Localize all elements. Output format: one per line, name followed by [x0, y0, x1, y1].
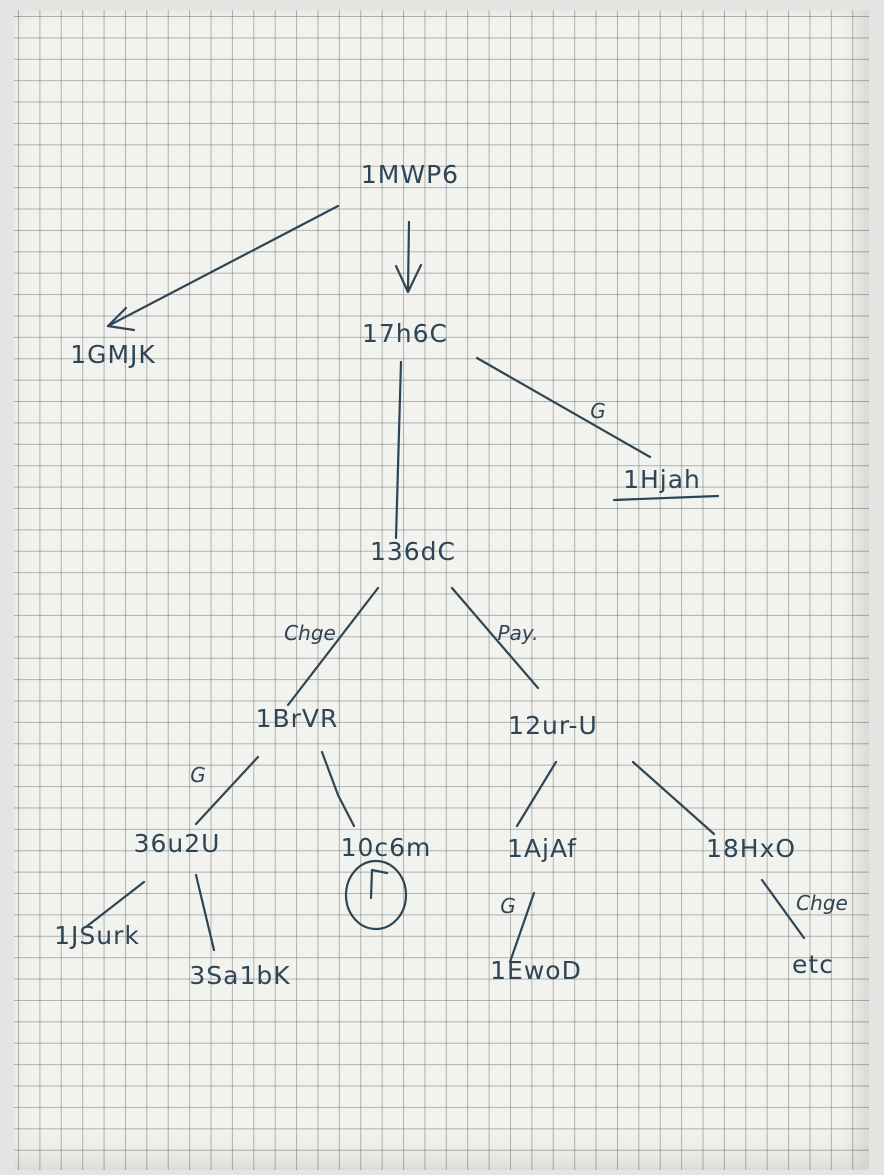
edges-layer: G Chge Pay. G G Chge [84, 204, 848, 964]
node-etc: etc [792, 950, 834, 979]
edge-1ajaf-to-1ewod [508, 891, 536, 964]
node-36u2u: 36u2U [134, 829, 221, 858]
edge-1mwp6-to-17h6c [406, 220, 411, 292]
edge-label: Chge [796, 891, 848, 915]
edge-136dc-to-12ur-u [450, 586, 540, 690]
edge-17h6c-to-1hjah [475, 356, 652, 459]
node-136dc: 136dC [370, 537, 456, 566]
node-1jsurk: 1JSurk [54, 921, 140, 950]
node-1gmjk: 1GMJK [70, 340, 156, 369]
edge-12ur-u-to-1ajaf [515, 760, 558, 828]
node-12ur-u: 12ur-U [508, 711, 598, 740]
node-10c6m: 10c6m [341, 833, 432, 862]
edge-1mwp6-to-1gmjk [106, 204, 340, 328]
edge-label: G [590, 399, 606, 423]
node-18hxo: 18HxO [706, 834, 796, 863]
edge-label: Pay. [498, 621, 539, 645]
node-1mwp6: 1MWP6 [361, 160, 459, 189]
edge-label: G [500, 894, 516, 918]
arrowhead-icon [106, 306, 136, 332]
edge-17h6c-to-136dc [394, 360, 403, 540]
edge-18hxo-to-etc [760, 878, 806, 940]
node-1brvr: 1BrVR [256, 704, 339, 733]
self-loop-icon [344, 859, 408, 931]
self-loop-arrow-icon [369, 868, 389, 900]
edge-12ur-u-to-18hxo [631, 760, 716, 836]
arrowhead-icon [394, 263, 423, 294]
edge-136dc-to-1brvr [286, 586, 380, 707]
nodes-layer: 1MWP6 1GMJK 17h6C 1Hjah 136dC 1BrVR 12ur-U 36u2… [54, 160, 834, 990]
edge-1brvr-to-10c6m [320, 750, 356, 828]
edge-36u2u-to-3sa1bk [194, 873, 216, 952]
node-1ewod: 1EwoD [490, 956, 582, 985]
graph-paper-background [14, 10, 869, 1170]
edge-label: Chge [284, 621, 336, 645]
node-17h6c: 17h6C [362, 319, 448, 348]
edge-label: G [190, 763, 206, 787]
node-underline [612, 494, 720, 502]
node-1ajaf: 1AjAf [507, 834, 577, 863]
node-3sa1bk: 3Sa1bK [189, 961, 290, 990]
edge-36u2u-to-1jsurk [84, 880, 146, 929]
edge-1brvr-to-36u2u [194, 755, 260, 826]
node-1hjah: 1Hjah [623, 465, 701, 494]
